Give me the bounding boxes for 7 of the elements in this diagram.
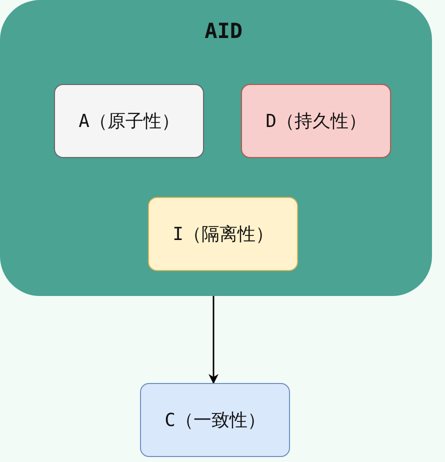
process-box: C（一致性） [140, 383, 290, 457]
process-box: A（原子性） [54, 84, 204, 158]
process-box: D（持久性） [241, 84, 391, 158]
arrow [208, 296, 218, 384]
process-box: I（隔离性） [148, 197, 298, 271]
group-box [0, 0, 432, 296]
group-title: AID [204, 19, 243, 43]
